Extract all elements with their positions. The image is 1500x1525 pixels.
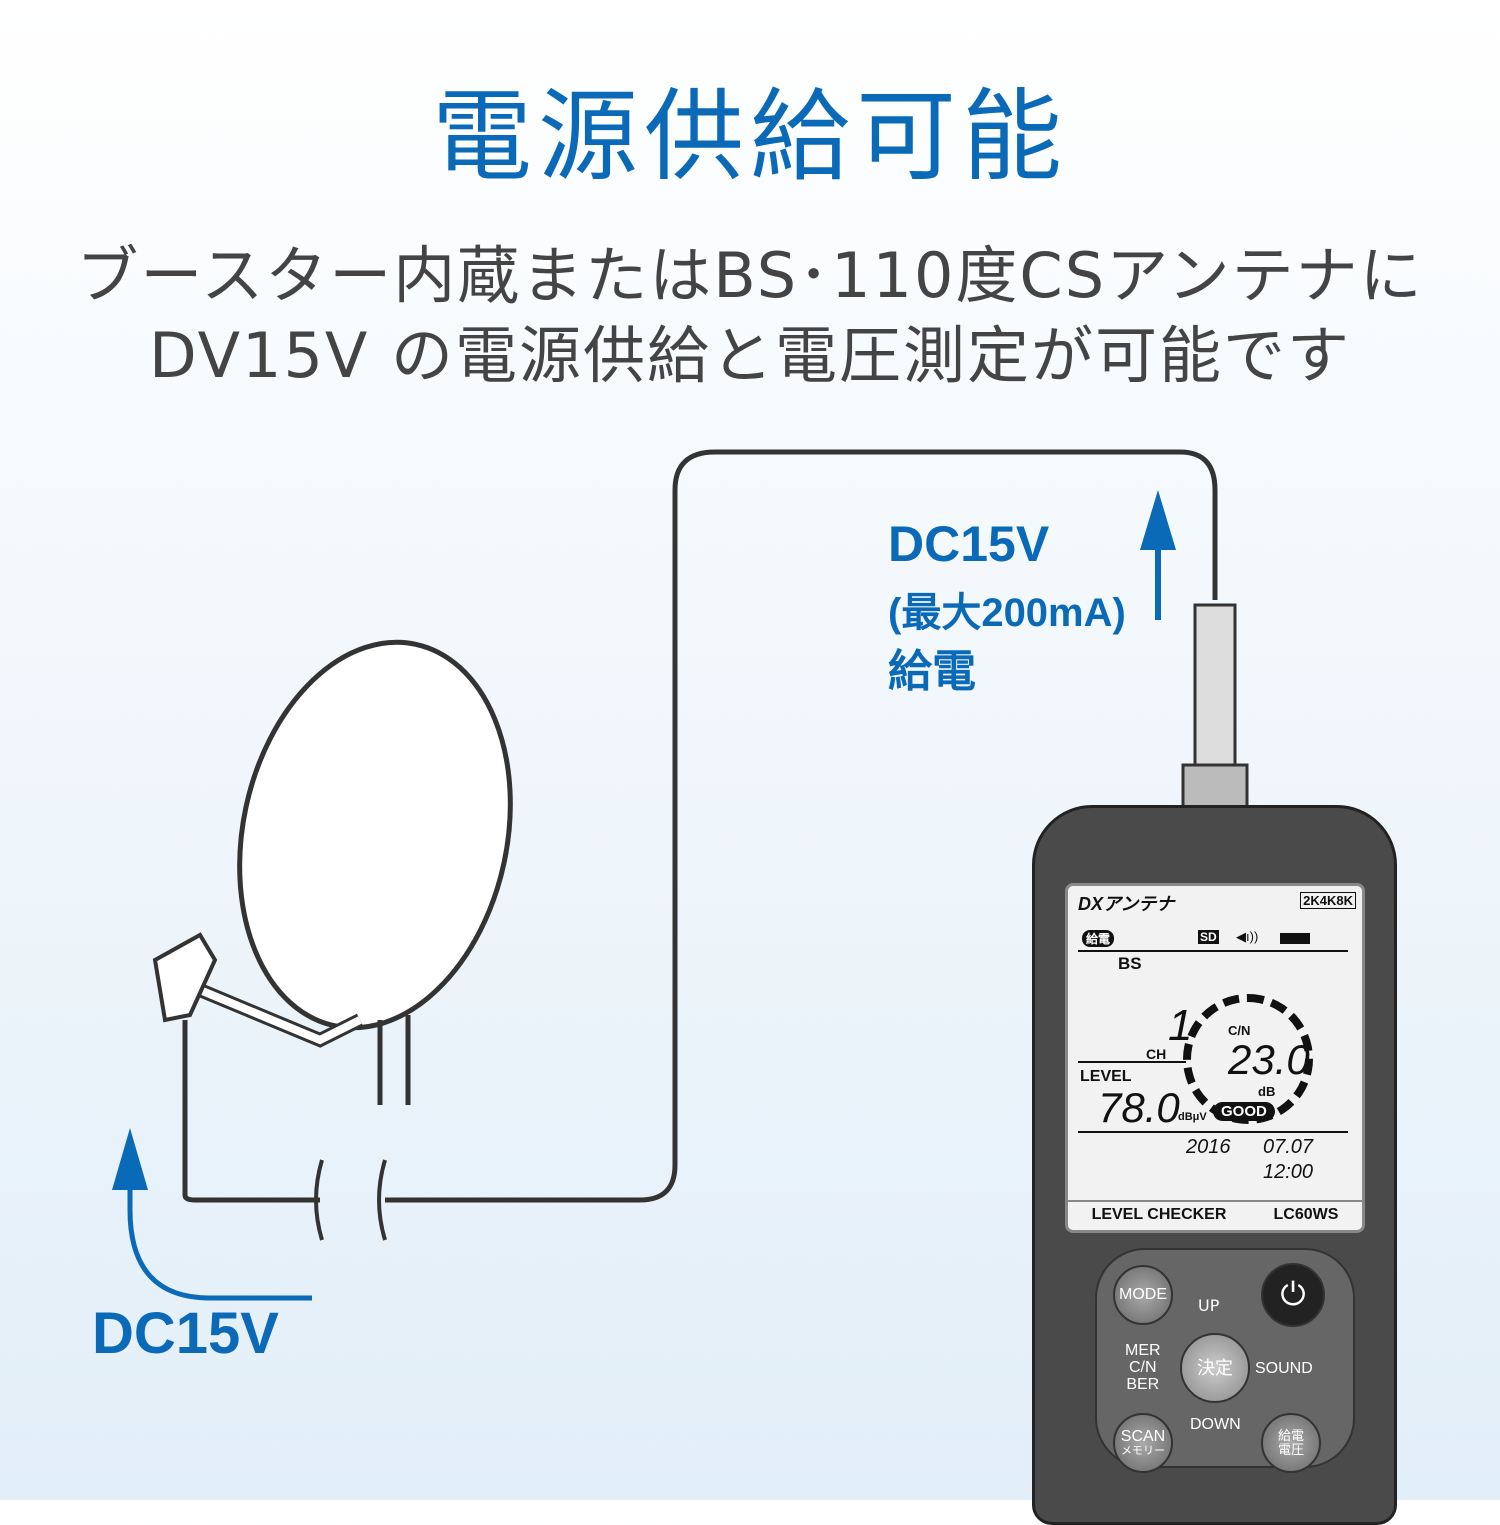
up-button[interactable]: UP bbox=[1198, 1296, 1220, 1315]
level-label: LEVEL bbox=[1080, 1068, 1132, 1085]
battery-icon bbox=[1280, 933, 1310, 944]
cn-button-label: C/N bbox=[1129, 1358, 1157, 1376]
status-badge: GOOD bbox=[1213, 1102, 1275, 1121]
dc15v-label-bottom: DC15V bbox=[92, 1301, 279, 1366]
sd-icon: SD bbox=[1198, 930, 1219, 944]
voltage-label: 電圧 bbox=[1277, 1442, 1304, 1457]
memory-label: メモリー bbox=[1121, 1444, 1165, 1457]
feed-label: 給電 bbox=[888, 647, 976, 696]
lcd-screen: DXアンテナ 2K4K8K 給電 SD ◀ı)) BS 1 CH C/N 23.… bbox=[1065, 883, 1365, 1233]
enter-button[interactable]: 決定 bbox=[1180, 1333, 1250, 1403]
max-current-label: (最大200mA) bbox=[888, 591, 1126, 635]
measure-mode-button[interactable]: MER C/N BER bbox=[1125, 1342, 1161, 1393]
subtitle-line2: DV15V の電源供給と電圧測定が可能です bbox=[148, 319, 1352, 392]
arrow-up-left bbox=[127, 1180, 312, 1301]
model-label: LEVEL CHECKER bbox=[1091, 1206, 1227, 1223]
power-button[interactable]: ⏻ bbox=[1261, 1263, 1325, 1327]
page-title: 電源供給可能 bbox=[432, 78, 1068, 195]
cable bbox=[182, 449, 1218, 1203]
subtitle-line1: ブースター内蔵またはBS･110度CSアンテナに bbox=[76, 239, 1424, 312]
mode-button[interactable]: MODE bbox=[1113, 1265, 1173, 1325]
speaker-icon: ◀ı)) bbox=[1236, 929, 1259, 944]
year: 2016 bbox=[1186, 1136, 1231, 1158]
level-checker-device: DXアンテナ 2K4K8K 給電 SD ◀ı)) BS 1 CH C/N 23.… bbox=[1032, 805, 1397, 1525]
model-number: LC60WS bbox=[1273, 1206, 1339, 1223]
band: BS bbox=[1118, 954, 1142, 973]
brand-logo: DXアンテナ bbox=[1078, 894, 1175, 914]
date: 07.07 bbox=[1263, 1136, 1314, 1158]
dish bbox=[237, 639, 513, 1031]
feed-voltage-button[interactable]: 給電 電圧 bbox=[1261, 1413, 1321, 1473]
connector bbox=[1193, 603, 1237, 767]
level-value: 78.0 bbox=[1098, 1084, 1180, 1131]
feed-label-button: 給電 bbox=[1277, 1428, 1304, 1444]
level-unit: dBμV bbox=[1178, 1111, 1207, 1123]
ber-label: BER bbox=[1126, 1375, 1160, 1393]
time: 12:00 bbox=[1263, 1161, 1314, 1183]
scan-label: SCAN bbox=[1120, 1427, 1166, 1445]
resolution-badges: 2K4K8K bbox=[1300, 892, 1356, 909]
lnb bbox=[152, 932, 218, 1023]
scan-button[interactable]: SCAN メモリー bbox=[1113, 1413, 1173, 1473]
ch-label: CH bbox=[1146, 1046, 1167, 1062]
down-button[interactable]: DOWN bbox=[1190, 1416, 1241, 1433]
cn-unit: dB bbox=[1258, 1084, 1276, 1099]
cn-label: C/N bbox=[1228, 1023, 1251, 1038]
cn-value: 23.0 bbox=[1228, 1036, 1310, 1083]
dc15v-label-top: DC15V bbox=[888, 516, 1050, 572]
mer-label: MER bbox=[1125, 1342, 1161, 1359]
power-tag: 給電 bbox=[1082, 930, 1115, 947]
sound-button[interactable]: SOUND bbox=[1255, 1360, 1313, 1377]
